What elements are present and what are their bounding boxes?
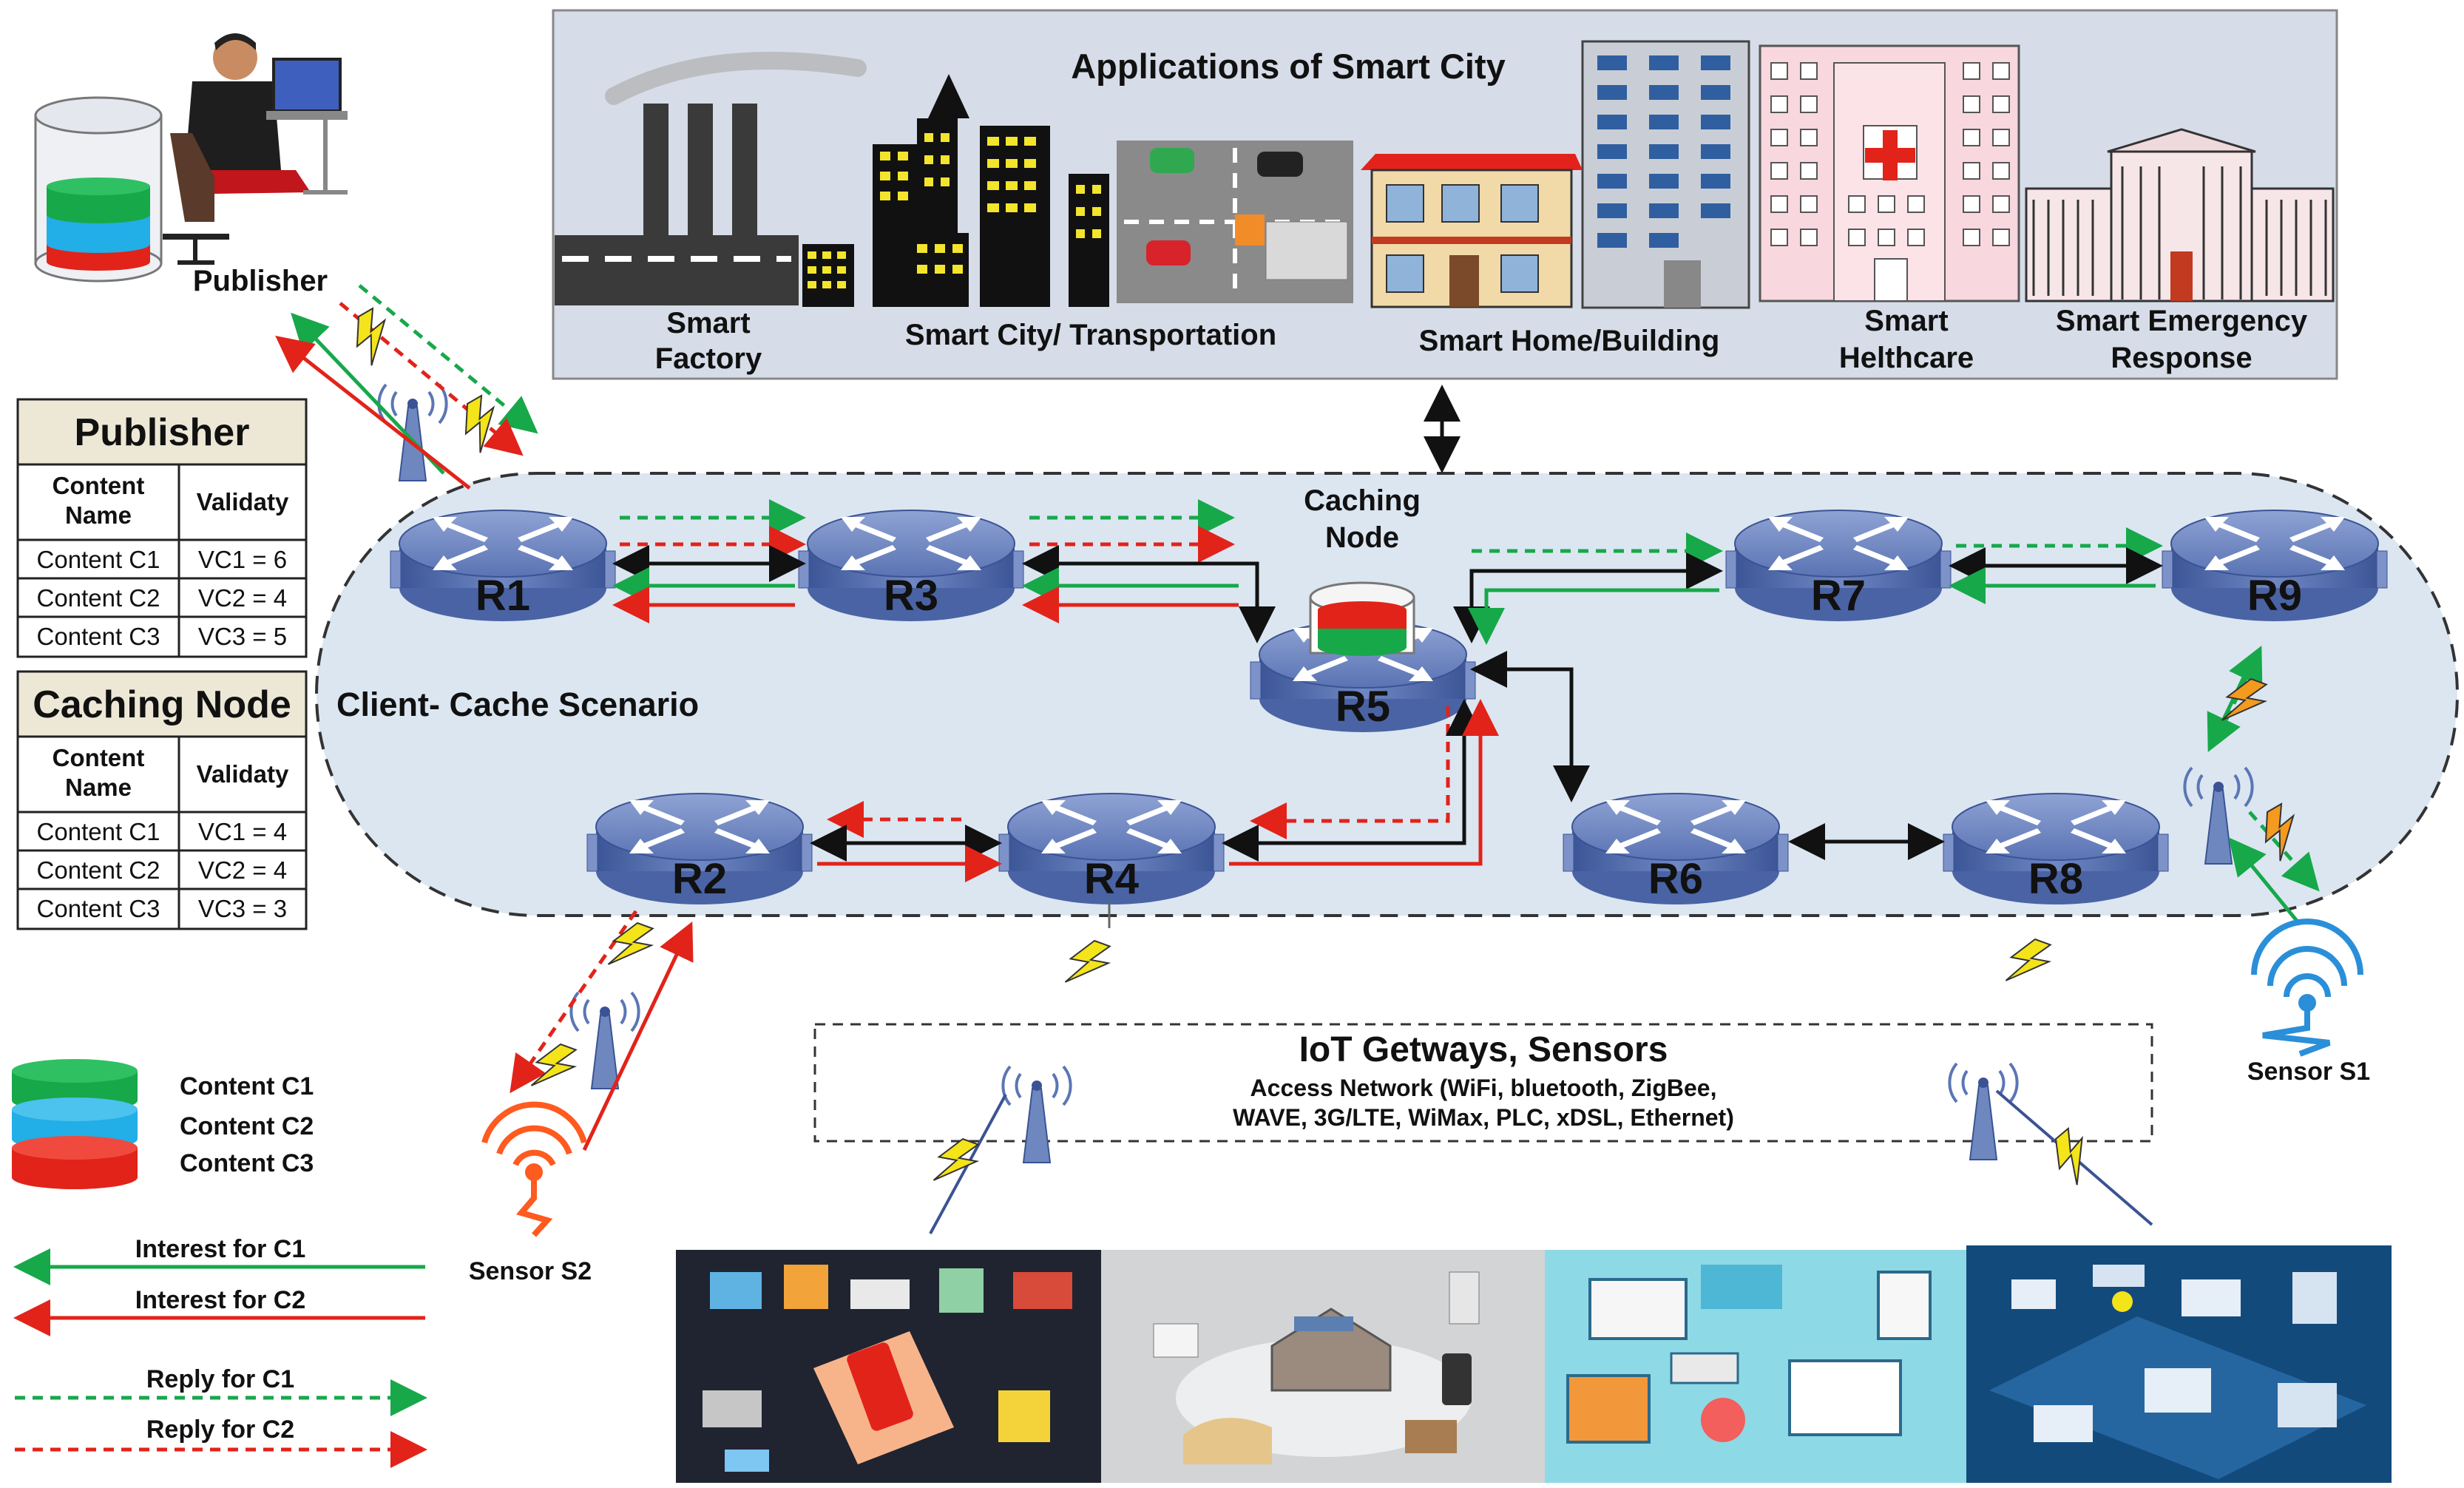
publisher-row2-name: Content C2 <box>37 584 160 612</box>
caching-node-store <box>1309 581 1415 656</box>
caching-node-label-1: Caching <box>1304 484 1421 517</box>
sensor-s2-label: Sensor S2 <box>469 1257 592 1285</box>
legend-content-c3-swatch <box>12 1136 138 1189</box>
caching-row1-validity: VC1 = 4 <box>198 818 287 845</box>
home-building-illustration <box>1361 40 1750 309</box>
iot-devices-image-2 <box>1101 1250 1545 1483</box>
applications-title: Applications of Smart City <box>1071 47 1506 86</box>
publisher-table-title: Publisher <box>75 411 250 454</box>
caching-row2-name: Content C2 <box>37 856 160 884</box>
iot-box-title: IoT Getways, Sensors <box>1299 1030 1668 1069</box>
iot-devices-image-4 <box>1966 1245 2392 1483</box>
caching-row3-validity: VC3 = 3 <box>198 895 287 922</box>
caching-table: Caching Node Content Name Validaty Conte… <box>16 670 308 930</box>
router-r6-label: R6 <box>1648 855 1703 903</box>
legend-c3-label: Content C3 <box>180 1149 314 1177</box>
router-r2[interactable]: R2 <box>586 793 813 905</box>
router-r1-label: R1 <box>475 572 530 620</box>
emergency-building-illustration <box>2025 128 2335 302</box>
caching-row1-name: Content C1 <box>37 818 160 845</box>
publisher-row3-name: Content C3 <box>37 623 160 650</box>
publisher-row3-validity: VC3 = 5 <box>198 623 287 650</box>
router-r4[interactable]: R4 <box>998 793 1225 905</box>
router-r1[interactable]: R1 <box>390 510 616 622</box>
legend-interest-c1-label: Interest for C1 <box>135 1235 306 1263</box>
sensor-s1-icon <box>2251 919 2363 1057</box>
router-r5-label: R5 <box>1336 683 1390 731</box>
router-r9-label: R9 <box>2247 572 2302 620</box>
router-r4-label: R4 <box>1084 855 1139 903</box>
router-r6[interactable]: R6 <box>1563 793 1789 905</box>
r8-bolt-icon <box>2002 933 2056 993</box>
app-label-factory-1: Smart <box>666 307 750 339</box>
legend-interest-c2-label: Interest for C2 <box>135 1286 306 1314</box>
caching-col1-l1: Content <box>53 744 145 771</box>
caching-row3-name: Content C3 <box>37 895 160 922</box>
publisher-row1-name: Content C1 <box>37 546 160 573</box>
legend-reply-c2-label: Reply for C2 <box>146 1416 294 1444</box>
publisher-database <box>34 96 163 283</box>
router-r8[interactable]: R8 <box>1943 793 2169 905</box>
r9-wireless-links <box>2207 645 2320 926</box>
iot-devices-image-1 <box>676 1250 1101 1483</box>
router-r2-label: R2 <box>672 855 727 903</box>
publisher-person-icon <box>163 33 348 265</box>
publisher-row2-validity: VC2 = 4 <box>198 584 287 612</box>
caching-table-title: Caching Node <box>33 683 291 726</box>
factory-illustration <box>555 51 867 307</box>
router-r9[interactable]: R9 <box>2162 510 2388 622</box>
legend-reply-c1-label: Reply for C1 <box>146 1365 294 1393</box>
r2-bolt-2-icon <box>527 1038 581 1098</box>
app-label-health-2: Helthcare <box>1839 342 1974 374</box>
app-label-health-1: Smart <box>1864 305 1948 337</box>
router-r3-label: R3 <box>884 572 938 620</box>
iot-devices-image-3 <box>1545 1250 1966 1483</box>
legend-c1-label: Content C1 <box>180 1072 314 1100</box>
app-label-transport: Smart City/ Transportation <box>905 319 1276 351</box>
sensor-s1-label: Sensor S1 <box>2247 1058 2370 1086</box>
r2-tower-icon <box>569 991 640 1090</box>
router-r7-label: R7 <box>1811 572 1866 620</box>
iot-box-line1: Access Network (WiFi, bluetooth, ZigBee, <box>1250 1075 1717 1101</box>
app-label-factory-2: Factory <box>655 342 762 375</box>
publisher-label: Publisher <box>193 265 328 297</box>
sensor-s2-icon <box>481 1101 587 1237</box>
caching-node-label-2: Node <box>1325 521 1399 554</box>
legend: Content C1 Content C2 Content C3 Interes… <box>12 1059 427 1468</box>
router-r7[interactable]: R7 <box>1725 510 1952 622</box>
caching-col1-l2: Name <box>65 774 132 801</box>
legend-c2-label: Content C2 <box>180 1112 314 1140</box>
app-label-emergency-1: Smart Emergency <box>2056 305 2308 337</box>
iot-box-line2: WAVE, 3G/LTE, WiMax, PLC, xDSL, Ethernet… <box>1233 1104 1734 1131</box>
publisher-col1-l1: Content <box>53 472 145 499</box>
hospital-illustration <box>1759 44 2020 302</box>
caching-col2: Validaty <box>197 760 289 788</box>
app-label-home: Smart Home/Building <box>1419 325 1720 357</box>
publisher-table: Publisher Content Name Validaty Content … <box>16 398 308 658</box>
router-r8-label: R8 <box>2028 855 2083 903</box>
publisher-col2: Validaty <box>197 488 289 515</box>
publisher-row1-validity: VC1 = 6 <box>198 546 287 573</box>
caching-row2-validity: VC2 = 4 <box>198 856 287 884</box>
applications-panel: Applications of Smart City Smart Factory <box>552 9 2338 380</box>
r4-bolt-icon <box>1061 934 1115 995</box>
app-label-emergency-2: Response <box>2111 342 2252 374</box>
router-r3[interactable]: R3 <box>798 510 1024 622</box>
publisher-col1-l2: Name <box>65 501 132 529</box>
city-buildings-illustration <box>873 74 1353 307</box>
scenario-label: Client- Cache Scenario <box>336 686 699 723</box>
network-links <box>612 499 2163 882</box>
